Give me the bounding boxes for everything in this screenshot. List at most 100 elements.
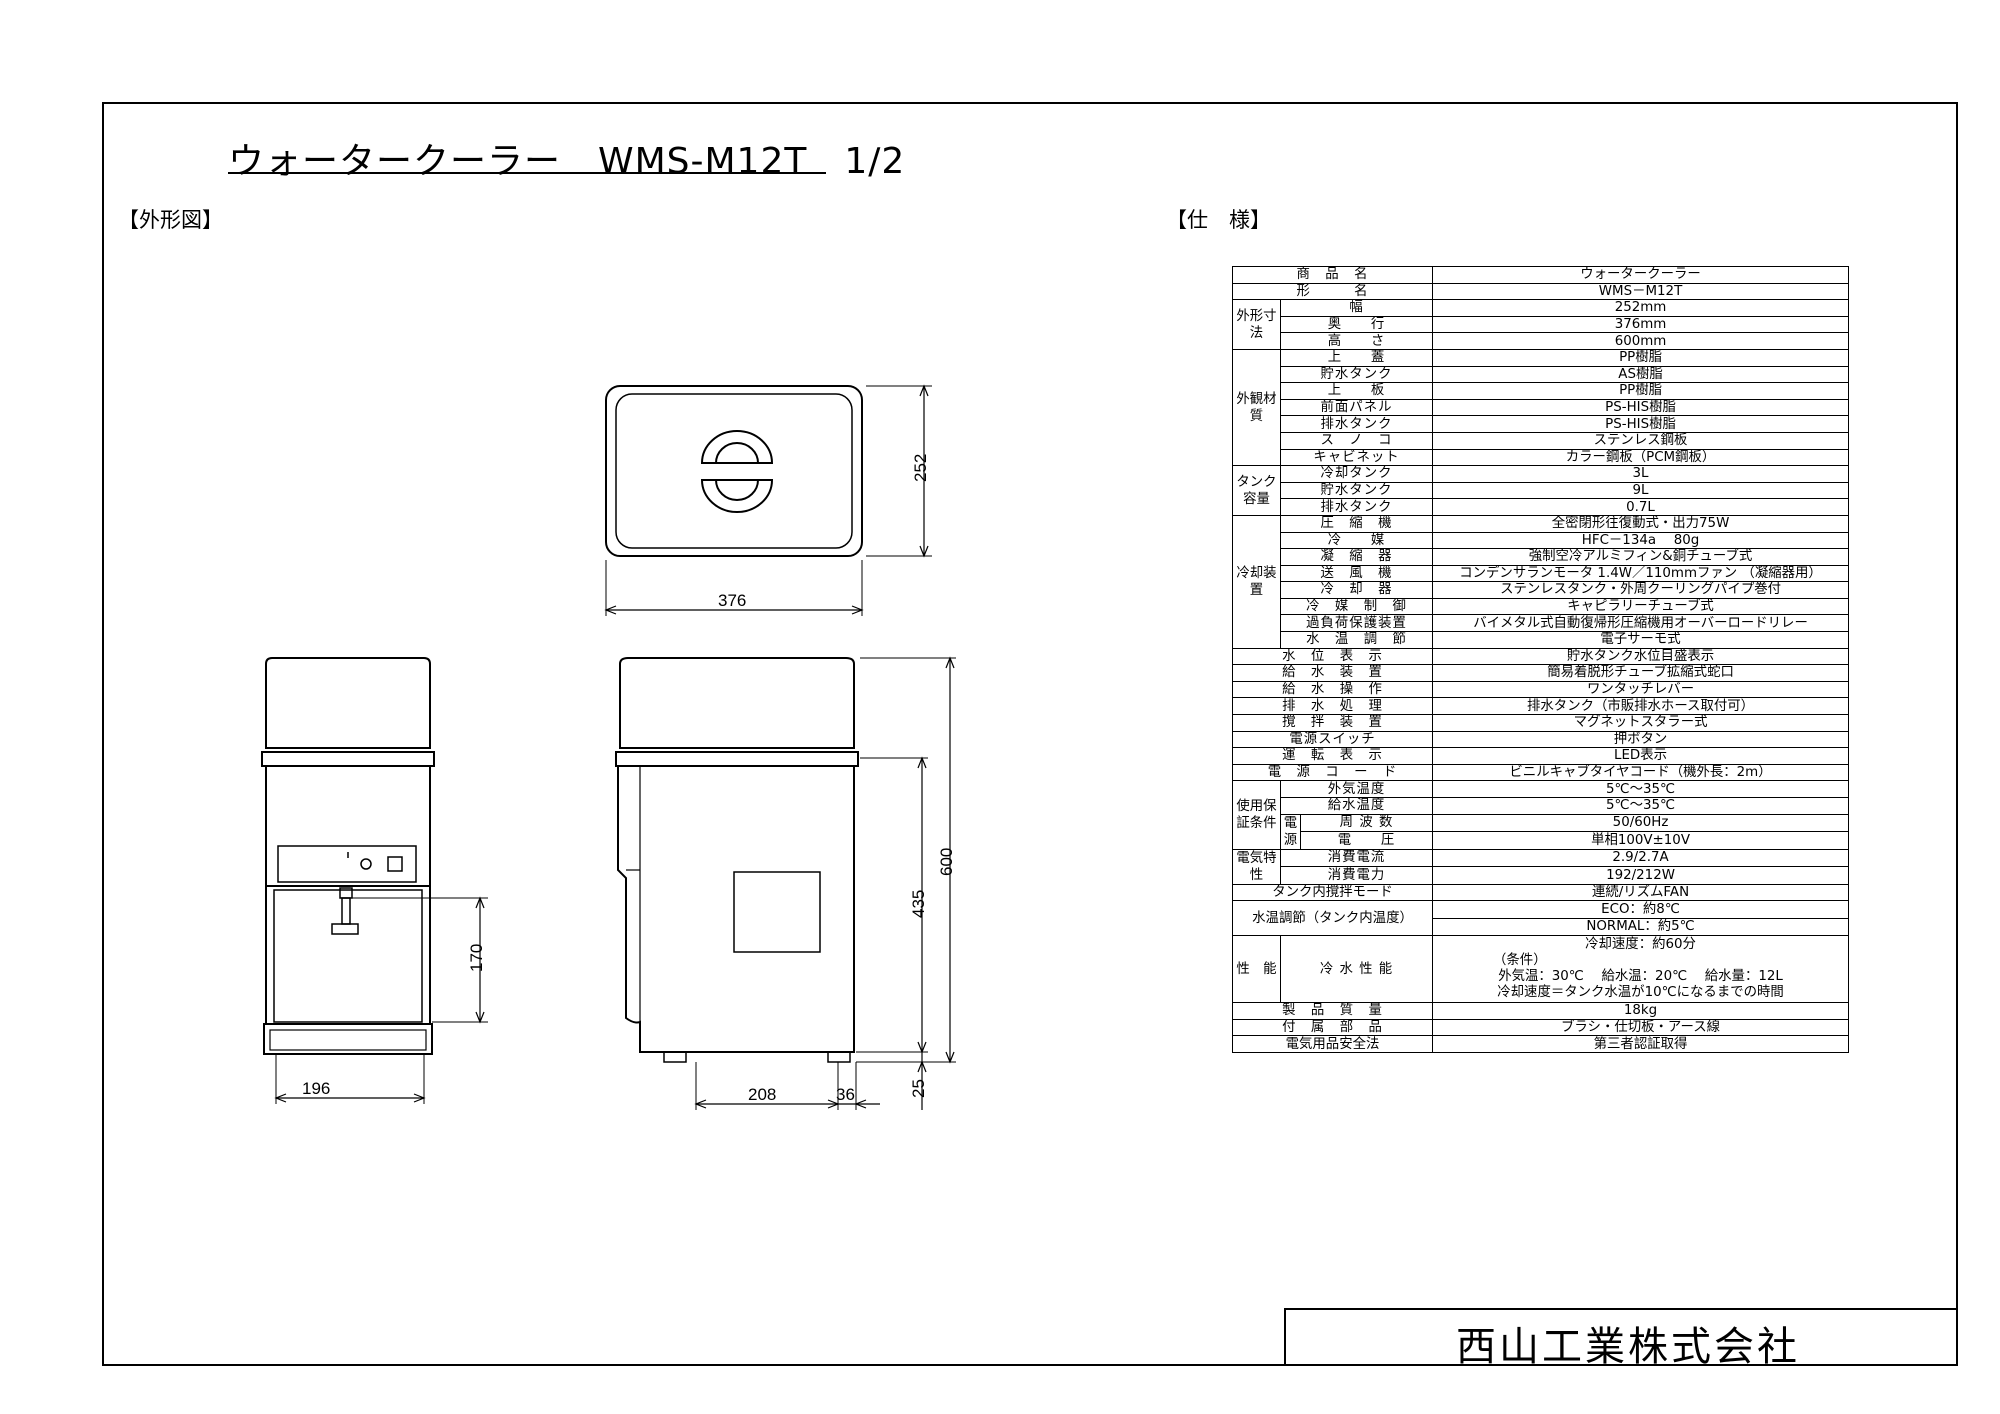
spec-value: 全密閉形往復動式・出力75W (1432, 514, 1850, 533)
spec-row: 電 圧 単相100V±10V (1233, 831, 1850, 850)
spec-label: 排 水 処 理 (1231, 697, 1434, 716)
spec-row: 給水温度 5℃～35℃ (1233, 797, 1850, 815)
spec-row: 冷 媒 HFC－134a 80g (1233, 531, 1850, 550)
front-view (261, 657, 488, 1104)
spec-label: 冷 媒 制 御 (1279, 597, 1434, 616)
spec-label: 水 温 調 節 (1279, 631, 1434, 649)
spec-row: 上 板 PP樹脂 (1233, 382, 1850, 400)
spec-row: 水温調節（タンク内温度） ECO：約8℃ NORMAL：約5℃ (1231, 900, 1850, 937)
spec-row: 形 名 WMS－M12T (1231, 282, 1850, 301)
spec-label: 上 蓋 (1279, 348, 1434, 367)
spec-label: 冷 却 器 (1279, 581, 1434, 599)
spec-row: 凝 縮 器 強制空冷アルミフィン&銅チューブ式 (1233, 548, 1850, 566)
spec-value: 電子サーモ式 (1432, 631, 1850, 649)
spec-row: 消費電力 192/212W (1233, 866, 1850, 885)
spec-label: 電 圧 (1299, 831, 1434, 850)
spec-value: ステンレスタンク・外周クーリングパイプ巻付 (1432, 581, 1850, 599)
dim-height-base: 25 (909, 1079, 928, 1098)
temp-normal: NORMAL：約5℃ (1586, 918, 1695, 934)
spec-row: 電 源 コ ー ドビニルキャブタイヤコード（機外長：2m） (1231, 763, 1850, 782)
spec-row: 貯水タンク AS樹脂 (1233, 365, 1850, 384)
perf-line: 冷却速度＝タンク水温が10℃になるまでの時間 (1497, 985, 1784, 1001)
spec-section-label: 【仕 様】 (1166, 208, 1271, 232)
company-name: 西山工業株式会社 (1456, 1324, 1800, 1370)
perf-line: 外気温：30℃ 給水温：20℃ 給水量：12L (1498, 969, 1783, 985)
dim-side-depth: 208 (748, 1085, 776, 1104)
spec-row: 冷 却 器 ステンレスタンク・外周クーリングパイプ巻付 (1233, 581, 1850, 599)
spec-label: 給 水 操 作 (1231, 680, 1434, 699)
spec-label: 冷 水 性 能 (1279, 935, 1434, 1004)
spec-value: 376mm (1432, 315, 1850, 334)
spec-row: 送 風 機 コンデンサランモータ 1.4W／110mmファン （凝縮器用） (1233, 564, 1850, 583)
spec-value: 押ボタン (1432, 730, 1850, 749)
spec-label: 冷 媒 (1279, 531, 1434, 550)
spec-row: 電気特性 消費電流 2.9/2.7A (1232, 848, 1850, 885)
spec-row: 外形寸法 幅 252mm (1232, 299, 1850, 350)
spec-label: 幅 (1279, 299, 1434, 317)
spec-row: 電源スイッチ押ボタン (1231, 730, 1850, 749)
spec-value: PP樹脂 (1432, 382, 1850, 400)
spec-value: 5℃～35℃ (1432, 797, 1850, 815)
spec-group-label: タンク容量 (1232, 465, 1281, 516)
spec-value: キャピラリーチューブ式 (1432, 597, 1850, 616)
spec-row: 貯水タンク 9L (1233, 481, 1850, 500)
spec-label: 排水タンク (1279, 498, 1434, 516)
spec-group-label: 外形寸法 (1232, 299, 1281, 350)
spec-row: 前面パネル PS-HIS樹脂 (1233, 398, 1850, 417)
spec-row: 奥 行 376mm (1233, 315, 1850, 334)
spec-label: 製 品 質 量 (1231, 1002, 1434, 1020)
title-underline (228, 172, 826, 174)
spec-group-label: 外観材質 (1232, 348, 1281, 467)
spec-row: タンク容量 冷却タンク 3L (1232, 465, 1850, 516)
spec-group-label: 性 能 (1232, 935, 1281, 1004)
spec-label: 貯水タンク (1279, 365, 1434, 384)
spec-label: 過負荷保護装置 (1279, 614, 1434, 633)
spec-value: 単相100V±10V (1432, 831, 1850, 850)
spec-label: 電 源 コ ー ド (1231, 763, 1434, 782)
spec-value: 0.7L (1432, 498, 1850, 516)
spec-value: 252mm (1432, 299, 1850, 317)
spec-value: 2.9/2.7A (1432, 848, 1850, 868)
spec-label: 給水温度 (1279, 797, 1434, 815)
spec-value: ビニルキャブタイヤコード（機外長：2m） (1432, 763, 1850, 782)
spec-label: 外気温度 (1279, 780, 1434, 798)
spec-row: タンク内撹拌モード 連続/リズムFAN (1231, 883, 1850, 902)
spec-row: 使用保証条件 外気温度 5℃～35℃ (1232, 780, 1850, 850)
spec-label: 電気用品安全法 (1231, 1035, 1434, 1053)
spec-label: 商 品 名 (1231, 266, 1434, 284)
spec-label: 運 転 表 示 (1231, 747, 1434, 765)
spec-row: 排水タンク PS-HIS樹脂 (1233, 415, 1850, 433)
spec-value: 192/212W (1432, 866, 1850, 885)
spec-value: 冷却速度：約60分 （条件） 外気温：30℃ 給水温：20℃ 給水量：12L 冷… (1432, 935, 1850, 1004)
spec-label: タンク内撹拌モード (1231, 883, 1434, 902)
spec-value: 排水タンク（市販排水ホース取付可） (1432, 697, 1850, 716)
spec-value: 5℃～35℃ (1432, 780, 1850, 798)
spec-label: 付 属 部 品 (1231, 1018, 1434, 1037)
spec-value: 9L (1432, 481, 1850, 500)
spec-label: 前面パネル (1279, 398, 1434, 417)
spec-value: PP樹脂 (1432, 348, 1850, 367)
spec-row: 水 位 表 示貯水タンク水位目盛表示 (1231, 647, 1850, 666)
spec-label: 排水タンク (1279, 415, 1434, 433)
spec-value: HFC－134a 80g (1432, 531, 1850, 550)
spec-row: 排 水 処 理排水タンク（市販排水ホース取付可） (1231, 697, 1850, 716)
spec-subgroup-label: 電源 (1280, 813, 1301, 850)
spec-group-label: 冷却装置 (1232, 514, 1281, 649)
spec-value: ワンタッチレバー (1432, 680, 1850, 699)
spec-row: キャビネット カラー鋼板（PCM鋼板） (1233, 448, 1850, 467)
spec-value: 第三者認証取得 (1432, 1035, 1850, 1053)
company-title-block: 西山工業株式会社 (1284, 1308, 1956, 1370)
spec-group-label: 電気特性 (1232, 848, 1281, 885)
temp-eco: ECO：約8℃ (1433, 902, 1848, 919)
spec-value: 強制空冷アルミフィン&銅チューブ式 (1432, 548, 1850, 566)
spec-value: ウォータークーラー (1432, 266, 1850, 284)
spec-value: 3L (1432, 465, 1850, 483)
spec-label: 撹 拌 装 置 (1231, 714, 1434, 732)
spec-value: ブラシ・仕切板・アース線 (1432, 1018, 1850, 1037)
spec-row: 給 水 装 置簡易着脱形チューブ拡縮式蛇口 (1231, 664, 1850, 682)
dim-front-width: 196 (302, 1079, 330, 1098)
spec-label: 圧 縮 機 (1279, 514, 1434, 533)
dim-height-body: 435 (909, 890, 928, 918)
